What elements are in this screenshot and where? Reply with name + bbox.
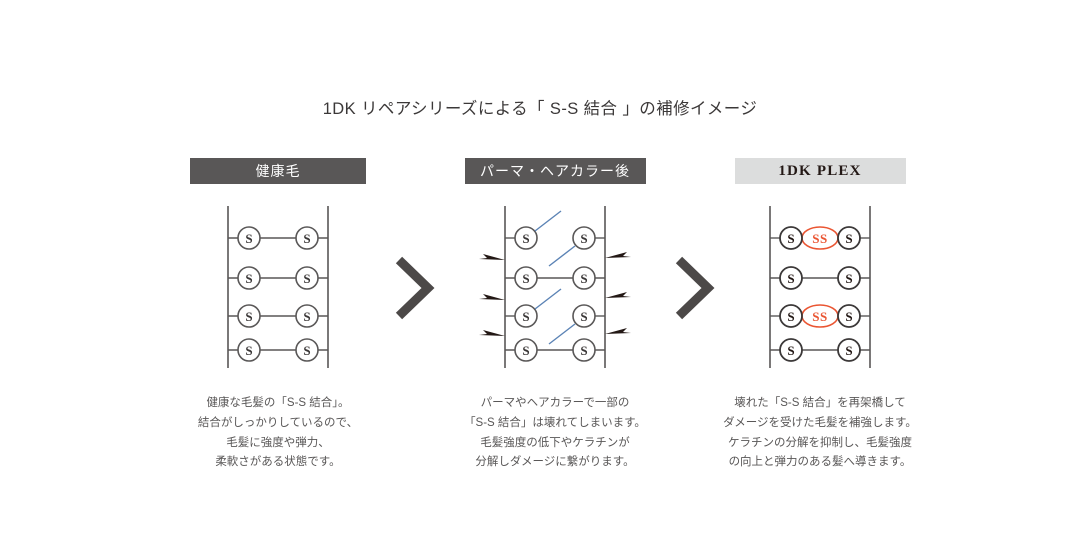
sulfur-node-right [295,226,319,250]
caption-line: 壊れた「S-S 結合」を再架橋して [734,397,906,409]
bond-row-4: S S [228,338,328,362]
sulfur-node-right [295,304,319,328]
sulfur-node-right [295,338,319,362]
svg-text:S: S [845,231,852,246]
diagram-plex-repair: SS S S S S SS [704,202,936,372]
bond-row-3-repaired: SS S S [770,304,870,328]
bond-row-1-broken: S S [505,210,605,267]
caption-line: 「S-S 結合」は壊れてしまいます。 [464,416,646,429]
bond-row-2: S S [770,266,870,290]
svg-text:S: S [845,271,852,286]
caption-line: 柔軟さがある状態です。 [215,456,341,469]
sulfur-node-left [237,304,261,328]
sulfur-node-left [237,266,261,290]
broken-bond-line [534,288,562,310]
svg-text:S: S [580,231,587,246]
caption-line: 毛髪に強度や弾力、 [226,436,330,449]
caption-line: 健康な毛髪の「S-S 結合」。 [206,397,350,409]
svg-text:S: S [303,231,310,246]
caption-line: ケラチンの分解を抑制し、毛髪強度 [728,436,912,449]
svg-text:SS: SS [812,309,827,324]
sulfur-node-left [514,226,538,250]
chevron-right-icon-1 [392,255,438,326]
bond-row-4: S S [505,338,605,362]
sulfur-node-right [837,226,861,250]
svg-text:S: S [522,271,529,286]
sulfur-node-right [837,266,861,290]
broken-bond-line [534,210,562,232]
panel-header-plex: 1DK PLEX [734,158,906,184]
sulfur-node-left [237,338,261,362]
cuticle-flake-icon-group-left [479,254,505,336]
sulfur-node-right [837,304,861,328]
svg-text:S: S [787,231,794,246]
panel-healthy-hair: 健康毛 S S S S [162,158,394,473]
sulfur-node-left [779,266,803,290]
bond-row-3-broken: S S [505,288,605,345]
svg-text:S: S [303,343,310,358]
sulfur-node-right [295,266,319,290]
caption-line: 毛髪強度の低下やケラチンが [480,436,630,449]
sulfur-node-right [572,266,596,290]
panel-damaged-hair: パーマ・ヘアカラー後 S [439,158,671,473]
svg-text:S: S [522,343,529,358]
caption-line: パーマやヘアカラーで一部の [480,397,630,409]
svg-text:S: S [787,271,794,286]
caption-line: ダメージを受けた毛髪を補強します。 [723,416,917,429]
diagram-healthy-hair: S S S S S S [162,202,394,372]
svg-text:S: S [303,309,310,324]
svg-text:S: S [845,343,852,358]
diagram-damaged-hair: S S S S S S [439,202,671,372]
broken-bond-line [548,245,576,267]
svg-text:S: S [787,309,794,324]
svg-text:S: S [580,343,587,358]
caption-healthy-hair: 健康な毛髪の「S-S 結合」。 結合がしっかりしているので、 毛髪に強度や弾力、… [162,394,394,473]
bond-row-1: S S [228,226,328,250]
sulfur-node-left [514,338,538,362]
svg-text:S: S [245,231,252,246]
bond-row-4: S S [770,338,870,362]
sulfur-node-right [572,226,596,250]
bond-row-1-repaired: SS S S [770,226,870,250]
broken-bond-line [548,323,576,345]
ladder-diagram-healthy: S S S S S S [227,206,329,368]
sulfur-node-left [779,304,803,328]
ladder-diagram-plex: SS S S S S SS [769,206,871,368]
caption-line: 分解しダメージに繋がります。 [475,456,635,469]
sulfur-node-left [237,226,261,250]
caption-plex-repair: 壊れた「S-S 結合」を再架橋して ダメージを受けた毛髪を補強します。 ケラチン… [704,394,936,473]
bond-row-2: S S [505,266,605,290]
panel-plex-repair: 1DK PLEX SS S S S [704,158,936,473]
sulfur-node-left [779,226,803,250]
svg-text:S: S [787,343,794,358]
caption-line: 結合がしっかりしているので、 [197,416,359,429]
sulfur-node-right [572,338,596,362]
page-title: 1DK リペアシリーズによる「 S-S 結合 」の補修イメージ [322,100,758,118]
sulfur-node-right [837,338,861,362]
sulfur-node-left [514,266,538,290]
svg-text:S: S [245,343,252,358]
caption-damaged-hair: パーマやヘアカラーで一部の 「S-S 結合」は壊れてしまいます。 毛髪強度の低下… [439,394,671,473]
svg-text:S: S [522,231,529,246]
svg-text:S: S [845,309,852,324]
sulfur-node-right [572,304,596,328]
panel-header-damaged-hair: パーマ・ヘアカラー後 [464,158,646,184]
chevron-right-icon-2 [672,255,718,326]
caption-line: の向上と弾力のある髪へ導きます。 [728,456,912,469]
svg-text:SS: SS [812,231,827,246]
sulfur-node-left [514,304,538,328]
svg-text:S: S [245,309,252,324]
panel-header-healthy-hair: 健康毛 [190,158,366,184]
svg-text:S: S [303,271,310,286]
svg-text:S: S [580,309,587,324]
svg-text:S: S [245,271,252,286]
svg-text:S: S [522,309,529,324]
ladder-diagram-damaged: S S S S S S [479,206,631,368]
svg-text:S: S [580,271,587,286]
bond-row-3: S S [228,304,328,328]
bond-row-2: S S [228,266,328,290]
sulfur-node-left [779,338,803,362]
cuticle-flake-icon-group-right [605,252,631,334]
